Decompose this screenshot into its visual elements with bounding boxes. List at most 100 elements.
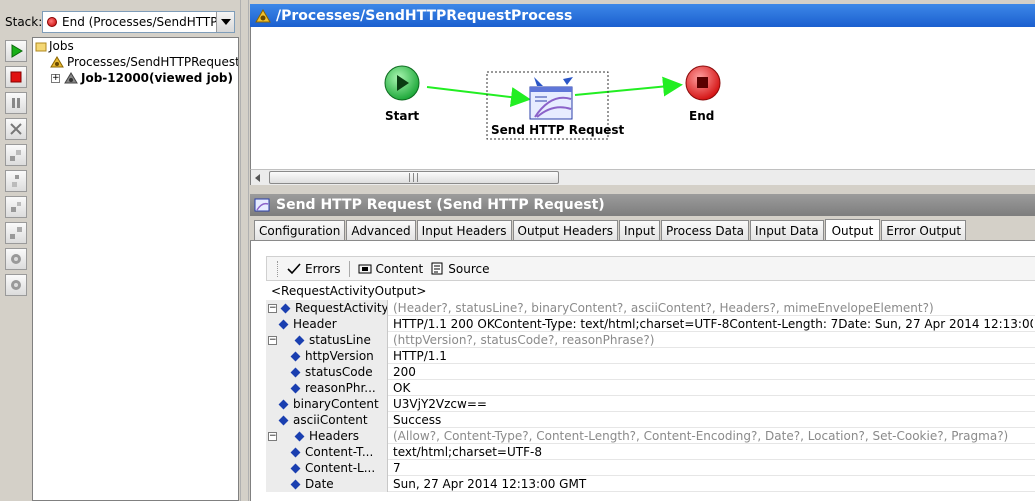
tree-item-job[interactable]: + Job-12000(viewed job) [51, 70, 233, 86]
tab-input-data[interactable]: Input Data [750, 220, 824, 241]
element-diamond-icon [294, 431, 305, 441]
output-row[interactable]: reasonPhr... OK [266, 380, 1035, 396]
toolbar-grip [277, 260, 279, 277]
tree-item-label: Jobs [49, 39, 74, 53]
end-node[interactable] [685, 65, 721, 101]
tab-advanced[interactable]: Advanced [346, 220, 416, 241]
element-diamond-icon [278, 319, 289, 329]
activity-node-label: Send HTTP Request [491, 123, 625, 137]
source-document-icon [431, 262, 443, 275]
tab-output[interactable]: Output [824, 219, 881, 241]
output-field-label: asciiContent [293, 413, 368, 427]
tree-item-label: Job-12000(viewed job) [81, 71, 234, 85]
content-button[interactable]: Content [358, 261, 424, 276]
output-row[interactable]: Content-T...text/html;charset=UTF-8 [266, 444, 1035, 460]
send-http-request-node[interactable] [529, 77, 573, 120]
job-gear-icon [11, 254, 21, 264]
step-over-button[interactable] [5, 170, 27, 192]
connector-start-to-activity [426, 86, 531, 108]
element-diamond-icon [294, 335, 305, 345]
output-field-value: (Header?, statusLine?, binaryContent?, a… [393, 301, 934, 315]
output-row[interactable]: −Headers(Allow?, Content-Type?, Content-… [266, 428, 1035, 444]
output-field-name: Content-L... [266, 460, 388, 476]
checkmark-icon [287, 262, 301, 274]
step-over-icon [12, 175, 19, 187]
output-row[interactable]: −statusLine(httpVersion?, statusCode?, r… [266, 332, 1035, 348]
process-icon [50, 56, 64, 68]
activity-tabs: Configuration Advanced Input Headers Out… [254, 219, 967, 241]
process-icon [255, 8, 271, 22]
end-status-icon [47, 17, 57, 27]
output-field-name: − RequestActivity... [266, 300, 388, 316]
stop-button[interactable] [5, 66, 27, 88]
panel-splitter[interactable] [240, 0, 249, 501]
job-button[interactable] [5, 248, 27, 270]
tab-configuration[interactable]: Configuration [254, 220, 346, 241]
output-field-label: RequestActivity... [295, 301, 387, 315]
output-field-name: − Headers [266, 428, 388, 444]
job-settings-button[interactable] [5, 274, 27, 296]
play-button[interactable] [5, 40, 27, 62]
tab-output-headers[interactable]: Output Headers [512, 220, 618, 241]
output-field-label: Content-T... [305, 445, 374, 459]
output-field-label: reasonPhr... [305, 381, 376, 395]
content-label: Content [375, 261, 424, 276]
tree-item-process[interactable]: Processes/SendHTTPRequestProcess [49, 54, 238, 70]
connector-activity-to-end [574, 76, 683, 97]
tree-item-jobs[interactable]: Jobs [35, 38, 74, 54]
job-icon [64, 72, 78, 84]
process-canvas[interactable]: Start Send HTTP Request End [250, 27, 1035, 169]
stack-label: Stack: [5, 15, 43, 29]
output-field-label: Headers [309, 429, 359, 443]
output-field-label: Header [293, 317, 337, 331]
element-diamond-icon [278, 399, 289, 409]
output-field-name: binaryContent [266, 396, 388, 412]
collapse-icon[interactable]: − [268, 334, 277, 345]
expand-icon[interactable]: + [51, 72, 60, 83]
output-row[interactable]: Content-L...7 [266, 460, 1035, 476]
cancel-button[interactable] [5, 118, 27, 140]
chevron-down-icon[interactable] [216, 12, 234, 32]
output-field-value: OK [393, 381, 411, 395]
tab-error-output[interactable]: Error Output [881, 220, 967, 241]
output-field-value: (httpVersion?, statusCode?, reasonPhrase… [393, 333, 655, 347]
step-into-button[interactable] [5, 144, 27, 166]
job-tree: Jobs Processes/SendHTTPRequestProcess + … [32, 37, 239, 501]
element-diamond-icon [290, 463, 301, 473]
scroll-left-icon[interactable] [255, 174, 260, 182]
tab-input-headers[interactable]: Input Headers [416, 220, 512, 241]
content-icon [358, 264, 372, 273]
output-field-label: binaryContent [293, 397, 379, 411]
start-node[interactable] [384, 65, 420, 101]
play-icon [11, 44, 23, 58]
activity-title: Send HTTP Request (Send HTTP Request) [276, 197, 605, 213]
close-icon [10, 123, 22, 135]
run-to-button[interactable] [5, 222, 27, 244]
source-button[interactable]: Source [431, 262, 489, 276]
scrollbar-thumb[interactable]: ||| [269, 171, 559, 184]
output-row[interactable]: − RequestActivity... (Header?, statusLine?… [266, 300, 1035, 316]
tab-process-data[interactable]: Process Data [661, 220, 750, 241]
collapse-icon[interactable]: − [268, 430, 277, 441]
output-field-value: 200 [393, 365, 416, 379]
stack-dropdown[interactable]: End (Processes/SendHTTPRequestProcess) [42, 11, 235, 33]
step-out-button[interactable] [5, 196, 27, 218]
errors-button[interactable]: Errors [287, 262, 341, 276]
pause-button[interactable] [5, 92, 27, 114]
collapse-icon[interactable]: − [268, 302, 277, 313]
process-title-bar: /Processes/SendHTTPRequestProcess [250, 4, 1035, 27]
toolbar-separator [348, 260, 350, 277]
tab-input[interactable]: Input [618, 220, 661, 241]
stop-icon [10, 71, 22, 83]
source-label: Source [448, 261, 490, 276]
canvas-scrollbar[interactable]: ||| [250, 169, 1035, 185]
start-node-label: Start [385, 109, 420, 123]
process-diagram [384, 65, 721, 140]
stack-selected-value: End (Processes/SendHTTPRequestProcess) [62, 15, 216, 29]
